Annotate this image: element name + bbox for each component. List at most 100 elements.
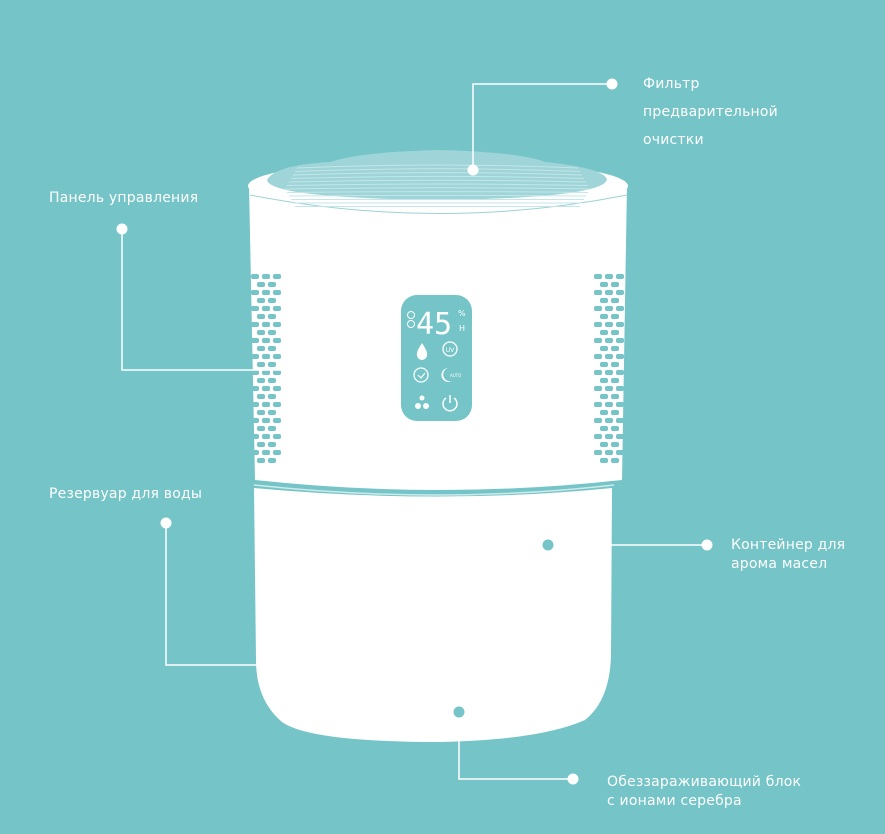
vent-slot (616, 354, 624, 359)
vent-slot (257, 362, 265, 367)
vent-slot (273, 434, 281, 439)
vent-slot (616, 322, 624, 327)
vent-slot (616, 370, 624, 375)
vent-left (251, 274, 281, 463)
vent-slot (273, 338, 281, 343)
power-icon (442, 395, 458, 412)
vent-slot (262, 354, 270, 359)
vent-slot (600, 298, 608, 303)
vent-slot (268, 362, 276, 367)
vent-slot (251, 274, 259, 279)
humidity-drop-icon (416, 343, 428, 360)
vent-slot (251, 354, 259, 359)
vent-slot (257, 442, 265, 447)
vent-slot (257, 410, 265, 415)
vent-slot (251, 370, 259, 375)
vent-slot (262, 450, 270, 455)
humidity-display: 45 (416, 307, 452, 342)
vent-slot (600, 330, 608, 335)
vent-slot (594, 274, 602, 279)
vent-slot (611, 426, 619, 431)
vent-slot (262, 306, 270, 311)
vent-slot (600, 282, 608, 287)
vent-slot (611, 282, 619, 287)
vent-slot (262, 370, 270, 375)
vent-slot (262, 418, 270, 423)
vent-slot (616, 338, 624, 343)
vent-slot (594, 418, 602, 423)
vent-slot (262, 274, 270, 279)
vent-slot (251, 450, 259, 455)
vent-slot (600, 346, 608, 351)
vent-slot (262, 386, 270, 391)
vent-slot (251, 306, 259, 311)
vent-slot (268, 442, 276, 447)
vent-slot (268, 330, 276, 335)
vent-slot (251, 338, 259, 343)
vent-slot (611, 330, 619, 335)
percent-unit: % (458, 309, 466, 318)
vent-slot (273, 418, 281, 423)
vent-slot (600, 458, 608, 463)
vent-slot (600, 442, 608, 447)
vent-slot (251, 322, 259, 327)
vent-slot (251, 386, 259, 391)
vent-slot (257, 426, 265, 431)
callout-dot (467, 164, 479, 176)
vent-slot (605, 434, 613, 439)
vent-slot (273, 290, 281, 295)
night-auto-icon (441, 368, 452, 382)
h-unit: H (459, 324, 465, 333)
vent-slot (273, 322, 281, 327)
vent-right (594, 274, 624, 463)
vent-slot (594, 290, 602, 295)
vent-slot (600, 426, 608, 431)
vent-slot (262, 338, 270, 343)
vent-slot (611, 346, 619, 351)
vent-slot (616, 274, 624, 279)
vent-slot (594, 450, 602, 455)
vent-slot (616, 434, 624, 439)
vent-slot (616, 450, 624, 455)
vent-slot (616, 386, 624, 391)
uv-icon (442, 341, 458, 357)
svg-text:UV: UV (446, 347, 455, 354)
control-panel: 45 % H UV AUTO (401, 295, 472, 421)
vent-slot (605, 306, 613, 311)
vent-slot (594, 338, 602, 343)
vent-slot (616, 402, 624, 407)
vent-slot (251, 434, 259, 439)
vent-slot (268, 346, 276, 351)
vent-slot (268, 378, 276, 383)
vent-slot (605, 450, 613, 455)
vent-slot (257, 314, 265, 319)
vent-slot (262, 434, 270, 439)
vent-slot (605, 402, 613, 407)
mist-level-icon (415, 395, 429, 409)
svg-text:AUTO: AUTO (450, 373, 461, 378)
vent-slot (616, 306, 624, 311)
vent-slot (262, 402, 270, 407)
vent-slot (257, 282, 265, 287)
vent-slot (594, 322, 602, 327)
vent-slot (611, 298, 619, 303)
vent-slot (251, 290, 259, 295)
vent-slot (605, 338, 613, 343)
vent-slot (268, 410, 276, 415)
vent-slot (600, 314, 608, 319)
vent-slot (257, 298, 265, 303)
vent-slot (611, 378, 619, 383)
vent-slot (611, 362, 619, 367)
vent-slot (605, 370, 613, 375)
label-control-panel: Панель управления (49, 190, 199, 206)
vent-slot (611, 314, 619, 319)
vent-slot (268, 394, 276, 399)
vent-slot (594, 370, 602, 375)
vent-slot (605, 354, 613, 359)
label-reservoir: Резервуар для воды (49, 486, 203, 502)
vent-slot (611, 410, 619, 415)
vent-slot (611, 394, 619, 399)
vent-slot (600, 410, 608, 415)
